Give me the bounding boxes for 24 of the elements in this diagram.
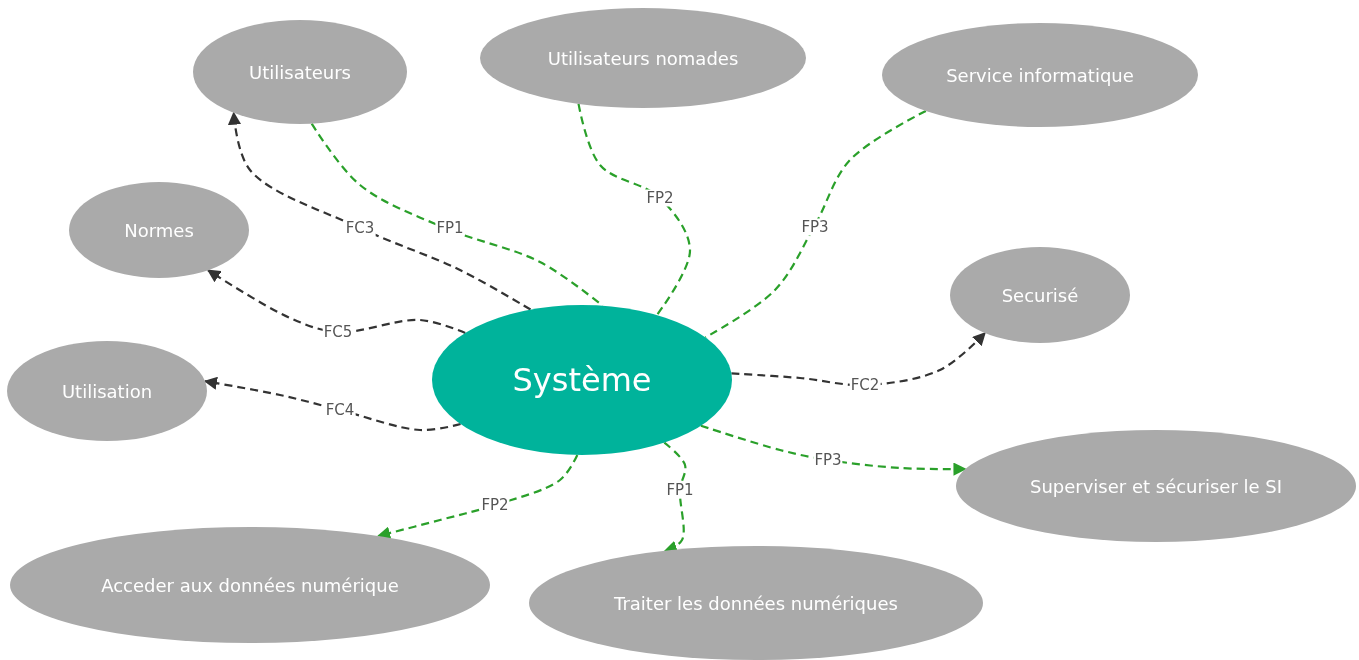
dashed-arrow xyxy=(228,111,532,311)
node-label: Utilisation xyxy=(61,380,153,402)
dashed-arrow xyxy=(731,332,986,387)
node-label: Service informatique xyxy=(946,64,1134,86)
edge-label: FP3 xyxy=(800,218,830,236)
node-label: Système xyxy=(512,361,652,399)
dashed-arrow xyxy=(206,269,466,334)
node-label: Securisé xyxy=(1001,284,1079,306)
node-label: Superviser et sécuriser le SI xyxy=(1029,475,1283,497)
node-label: Traiter les données numériques xyxy=(614,592,898,614)
edge-label: FC3 xyxy=(344,219,376,237)
node-label: Acceder aux données numérique xyxy=(101,574,399,596)
node-label: Utilisateurs nomades xyxy=(547,47,739,69)
dashed-arrow xyxy=(376,454,579,540)
node-label: Utilisateurs xyxy=(249,61,351,83)
edge-label: FP2 xyxy=(645,189,675,207)
node-label: Normes xyxy=(124,219,194,241)
dashed-arrow xyxy=(203,376,461,432)
edge-label: FP1 xyxy=(665,481,695,499)
edge-label: FP1 xyxy=(435,219,465,237)
dashed-arrow xyxy=(700,424,967,476)
dashed-connector xyxy=(704,109,927,339)
edge-label: FC4 xyxy=(324,401,356,419)
dashed-connector xyxy=(577,103,692,316)
